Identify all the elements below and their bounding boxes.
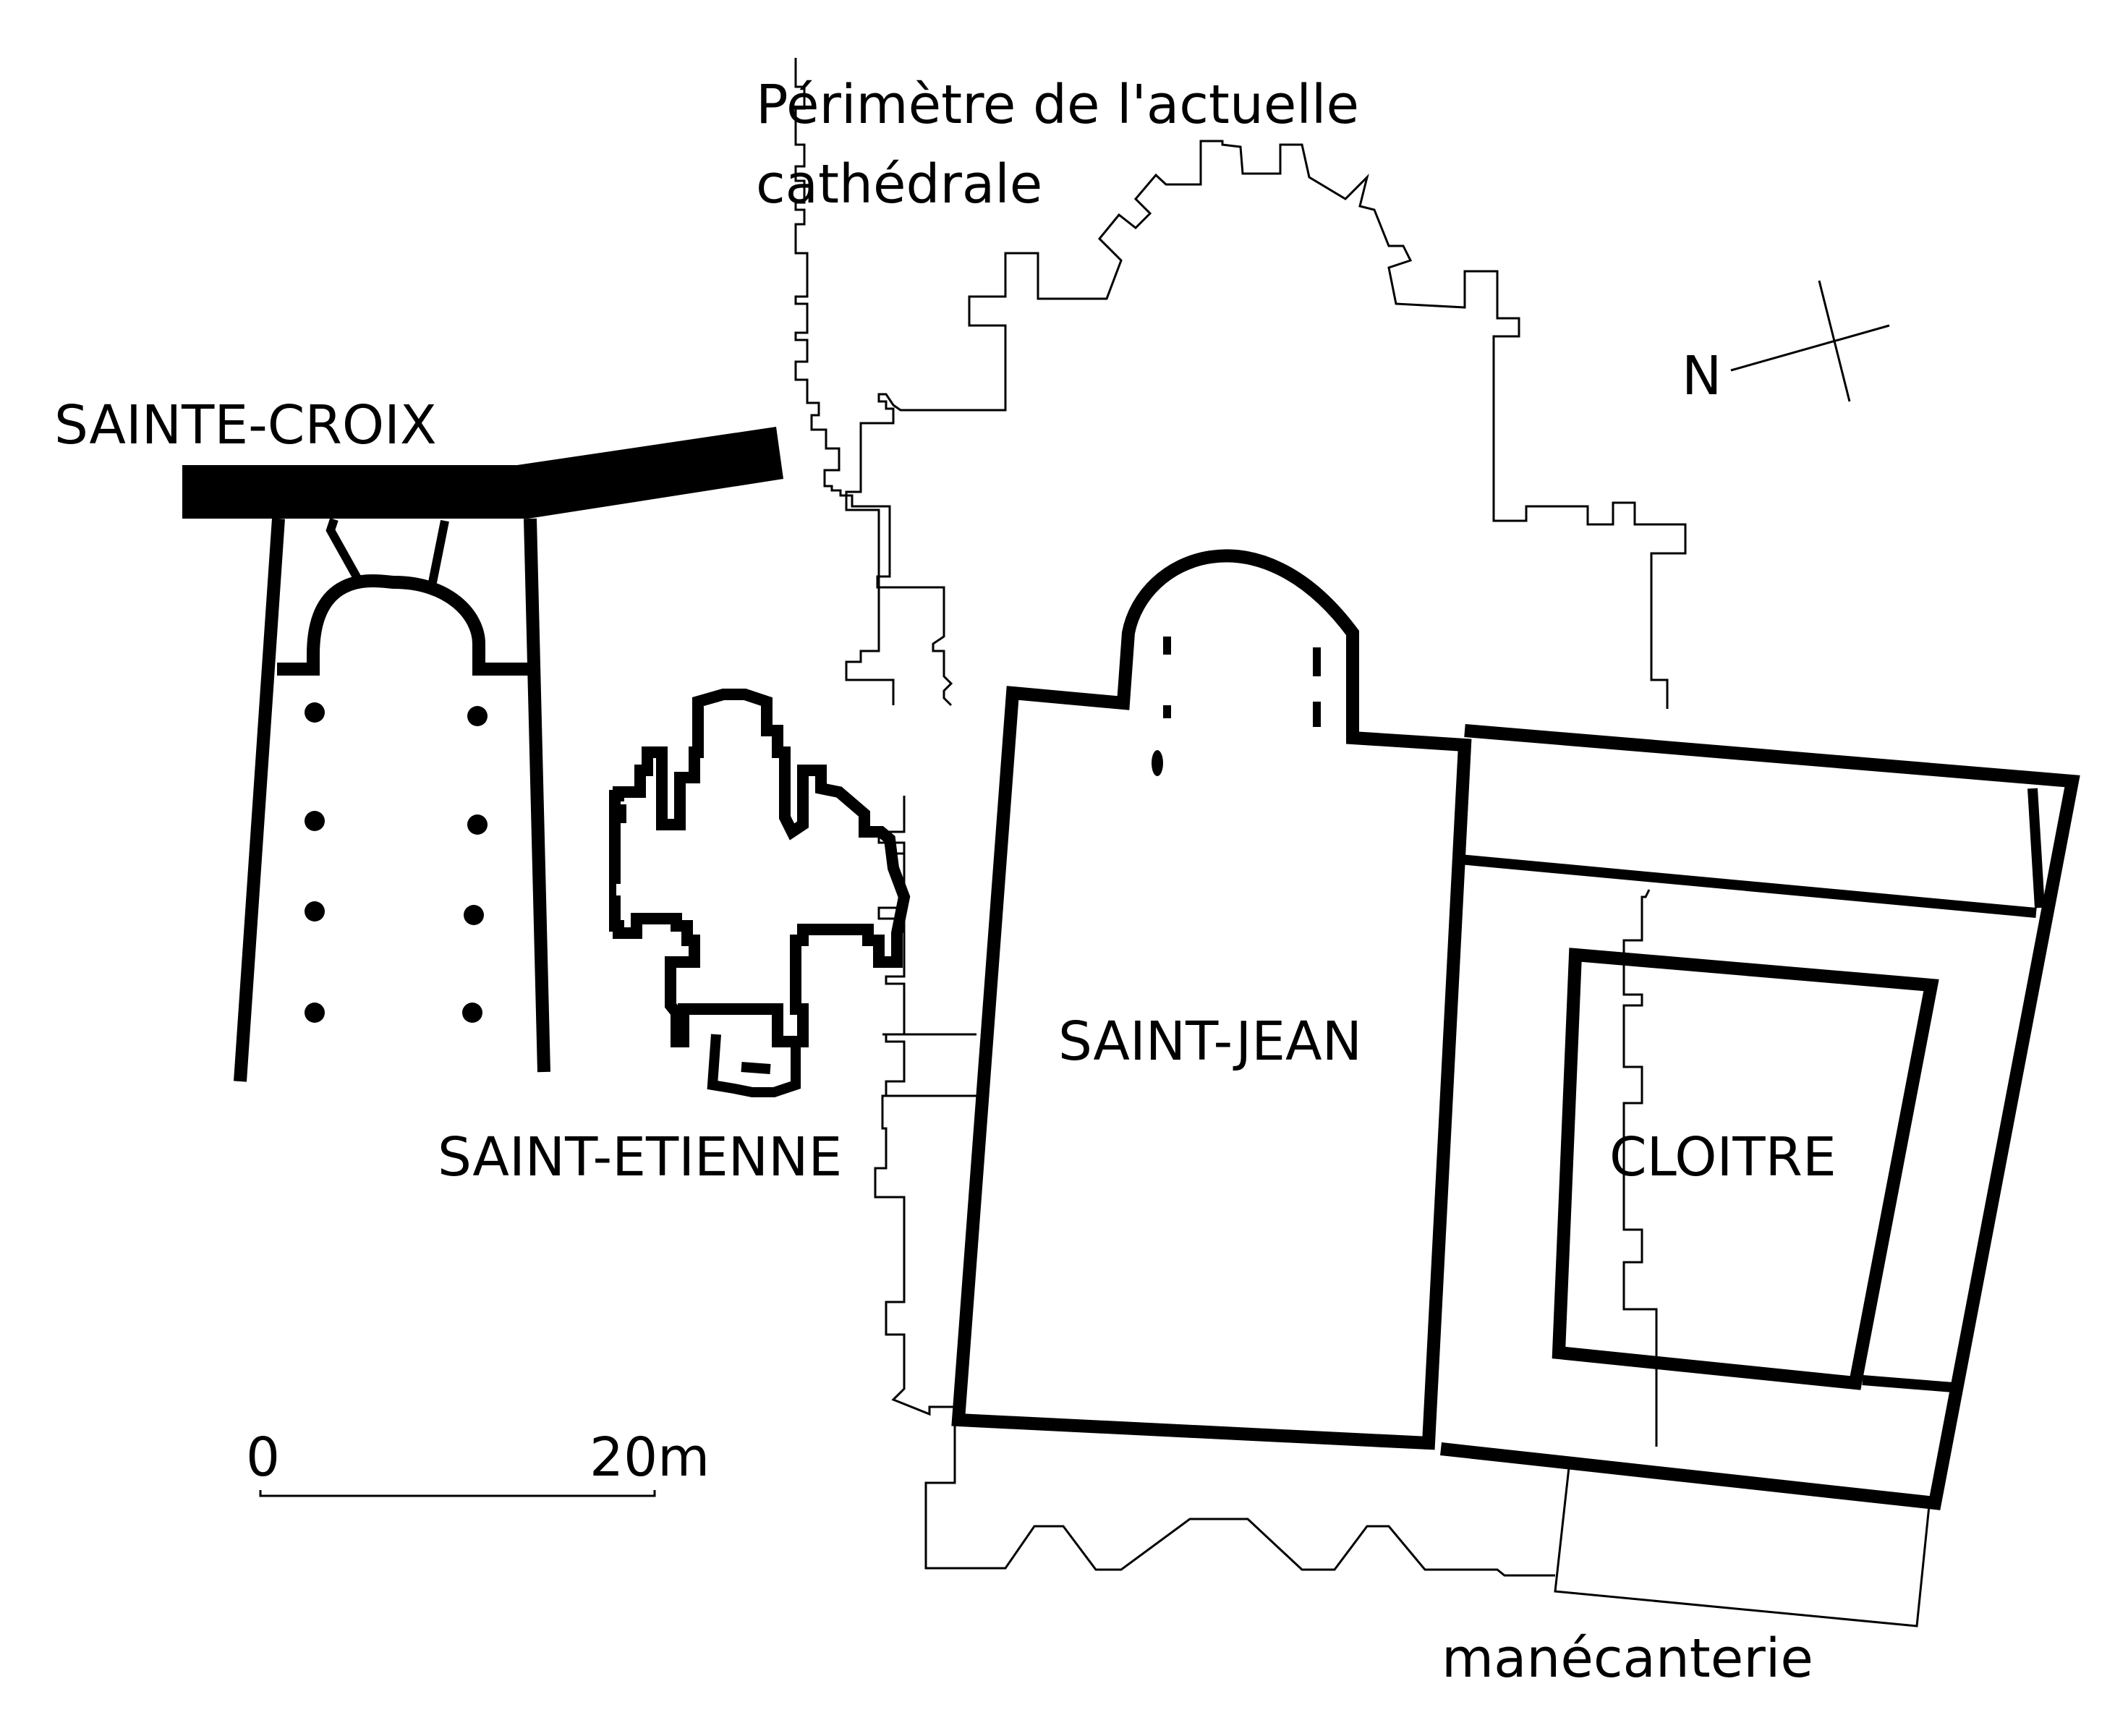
saint-jean-apse-marks: [1152, 637, 1321, 776]
sainte-croix-east-wall: [524, 518, 550, 1073]
scale-end-label: 20m: [590, 1426, 710, 1489]
saint-jean-building: [951, 549, 1472, 1450]
scale-bar: [259, 1490, 656, 1497]
perimeter-label-line1: Périmètre de l'actuelle: [756, 74, 1359, 136]
sainte-croix-apse-link: [325, 518, 449, 588]
cloister-inner: [1552, 948, 1939, 1390]
saint-etienne-building: [609, 689, 911, 1047]
cloister-outer: [1440, 724, 2080, 1510]
north-label: N: [1682, 345, 1722, 407]
manecanterie-label: manécanterie: [1442, 1628, 1813, 1690]
cloister-east-wall: [2027, 788, 2045, 909]
cloister-north-gallery: [1459, 854, 2037, 918]
cloister-south-gallery: [1862, 1375, 1954, 1392]
north-arrow: [1730, 280, 1890, 402]
cloitre-label: CLOITRE: [1609, 1126, 1837, 1188]
current-cathedral-perimeter: [794, 58, 953, 707]
sainte-croix-apse: [277, 574, 530, 676]
manecanterie-outline: [1554, 1460, 1931, 1628]
sainte-croix-bar: [182, 427, 783, 519]
saint-etienne-window: [616, 884, 629, 895]
sainte-croix-columns: [305, 702, 488, 1023]
saint-jean-label: SAINT-JEAN: [1058, 1010, 1362, 1073]
perimeter-label-line2: cathédrale: [756, 153, 1042, 216]
sainte-croix-label: SAINTE-CROIX: [54, 394, 437, 456]
saint-etienne-label: SAINT-ETIENNE: [438, 1126, 842, 1188]
perimeter-outline: [845, 140, 1687, 1577]
sainte-croix-west-wall: [234, 518, 285, 1082]
saint-etienne-annex: [707, 1034, 801, 1097]
scale-start-label: 0: [246, 1426, 280, 1489]
